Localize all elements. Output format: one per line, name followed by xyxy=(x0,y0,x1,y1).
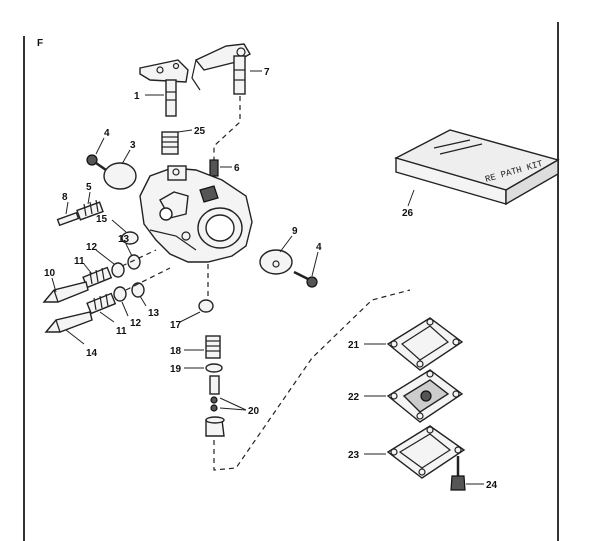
part-washer-12-lower xyxy=(113,286,127,302)
callout-11-lower: 11 xyxy=(116,326,127,337)
part-spring-11-lower xyxy=(86,292,117,315)
callout-12-lower: 12 xyxy=(130,318,142,329)
assembly-line-diaphragm xyxy=(213,289,411,471)
callout-5: 5 xyxy=(86,182,92,193)
callout-12-upper: 12 xyxy=(86,242,98,253)
part-carburetor-body xyxy=(139,165,253,263)
callout-13-upper: 13 xyxy=(118,234,130,245)
part-screw-24 xyxy=(450,456,466,491)
part-plate-9 xyxy=(259,249,293,275)
callout-20: 20 xyxy=(248,406,260,417)
callout-21: 21 xyxy=(348,340,360,351)
callout-10: 10 xyxy=(44,268,56,279)
part-screw-6 xyxy=(209,159,219,177)
leader-lines xyxy=(51,70,484,485)
callout-22: 22 xyxy=(348,392,360,403)
part-cover-23 xyxy=(386,425,466,479)
callout-13-lower: 13 xyxy=(148,308,160,319)
callout-1: 1 xyxy=(134,91,140,102)
part-gasket-21 xyxy=(386,317,464,371)
callout-24: 24 xyxy=(486,480,498,491)
corner-mark: F xyxy=(37,38,43,49)
callout-18: 18 xyxy=(170,346,182,357)
part-spring-5 xyxy=(76,199,104,221)
part-screw-4-left xyxy=(86,154,107,172)
part-choke-shaft xyxy=(191,43,251,95)
part-needle-seat-20 xyxy=(205,375,225,437)
callout-labels: 1 7 3 4 25 6 5 8 15 13 12 11 10 9 4 13 1… xyxy=(44,67,498,491)
callout-26: 26 xyxy=(402,208,414,219)
assembly-line-upper xyxy=(121,249,157,267)
part-oring-13-upper xyxy=(127,254,141,270)
part-washer-12-upper xyxy=(111,262,125,278)
part-spring-16 xyxy=(205,335,221,359)
part-diaphragm-22 xyxy=(386,369,464,423)
part-needle-screw-10 xyxy=(42,281,89,303)
part-spring-25 xyxy=(161,131,179,155)
assembly-line-lower xyxy=(125,267,171,291)
callout-4-left: 4 xyxy=(104,128,110,139)
callout-23: 23 xyxy=(348,450,360,461)
part-ball-17 xyxy=(198,299,214,313)
callout-3: 3 xyxy=(130,140,136,151)
part-oring-13-lower xyxy=(131,282,145,298)
callout-25: 25 xyxy=(194,126,206,137)
part-washer-19 xyxy=(205,363,223,373)
part-needle-screw-14 xyxy=(44,311,93,333)
part-throttle-shaft xyxy=(139,59,189,117)
part-screw-4-right xyxy=(293,270,318,288)
part-choke-plate xyxy=(103,162,137,190)
callout-11-upper: 11 xyxy=(74,256,85,267)
callout-4-right: 4 xyxy=(316,242,322,253)
callout-14: 14 xyxy=(86,348,98,359)
callout-6: 6 xyxy=(234,163,240,174)
callout-17: 17 xyxy=(170,320,182,331)
part-idle-screw-8 xyxy=(56,211,80,227)
part-repair-kit-26: RE PATH KIT xyxy=(394,129,560,206)
callout-7: 7 xyxy=(264,67,270,78)
callout-9: 9 xyxy=(292,226,298,237)
part-welch-plug-15 xyxy=(121,231,139,245)
assembly-line-choke xyxy=(213,96,241,172)
callout-19: 19 xyxy=(170,364,182,375)
callout-8: 8 xyxy=(62,192,68,203)
callout-15: 15 xyxy=(96,214,108,225)
